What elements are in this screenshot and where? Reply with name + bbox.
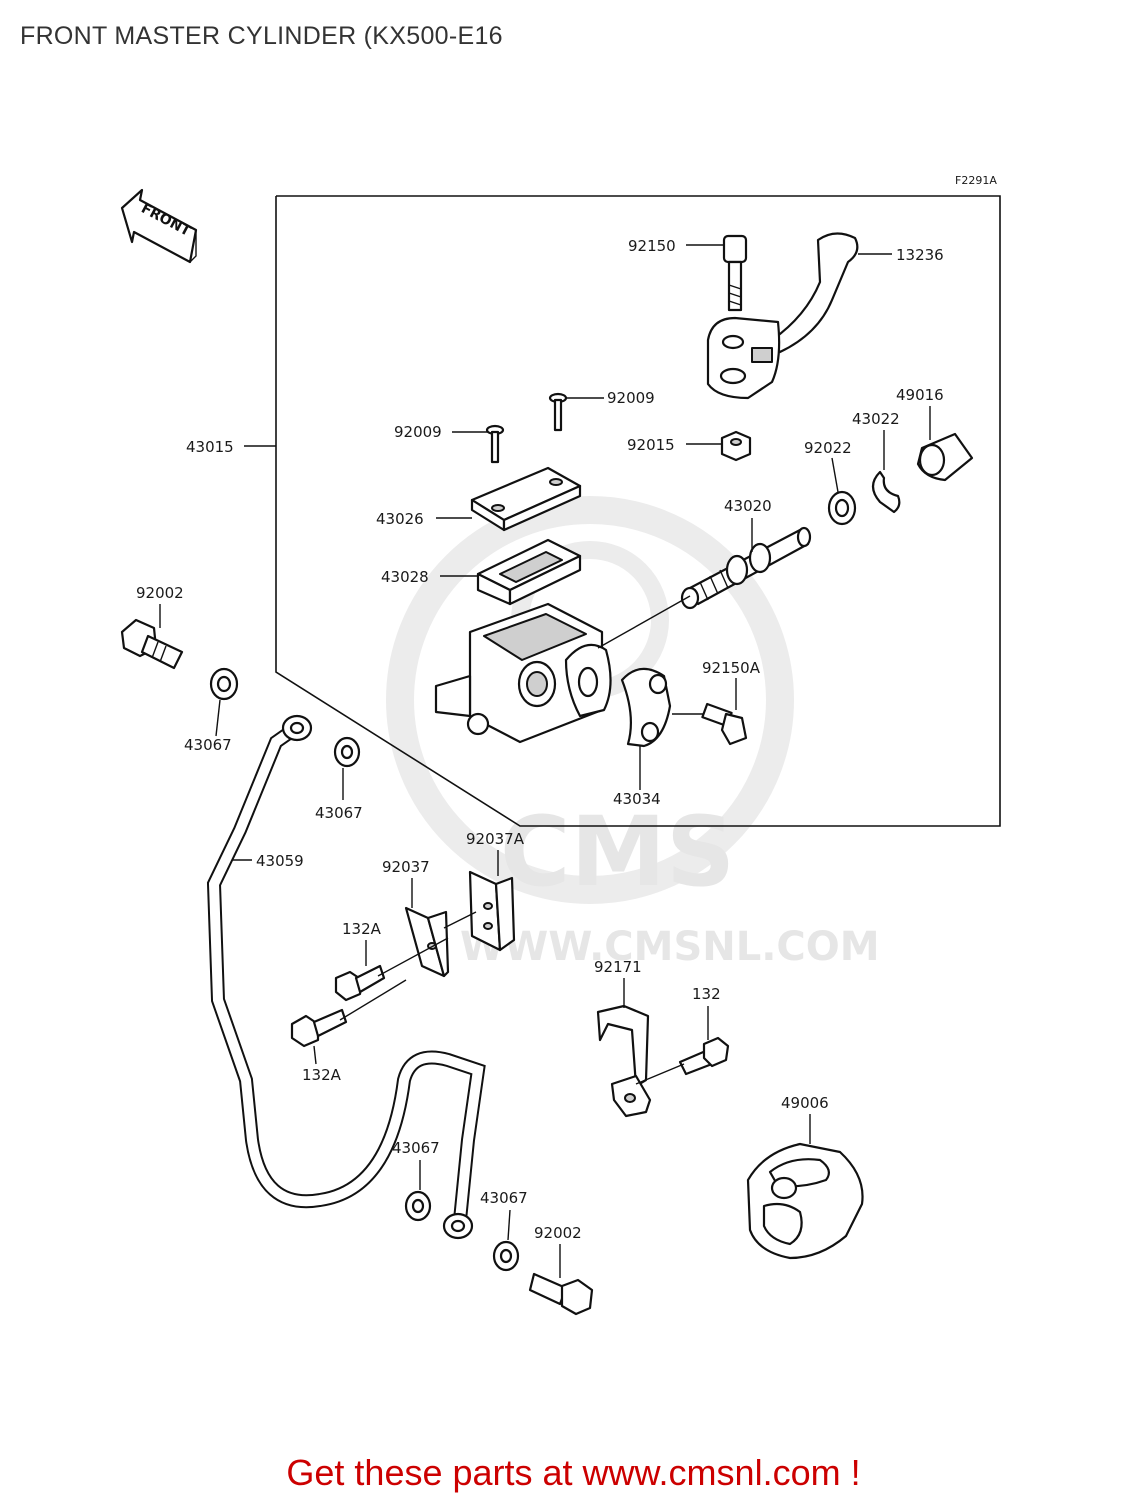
banjo-bolt-92002-bottom (528, 1272, 594, 1316)
bolt-132 (678, 1036, 730, 1076)
assembly-frame (275, 195, 1001, 827)
label-43067-a: 43067 (184, 736, 232, 754)
master-cylinder-body (434, 602, 612, 744)
label-132A-b: 132A (302, 1066, 342, 1084)
label-43059: 43059 (256, 852, 304, 870)
nut-92015 (720, 430, 752, 462)
label-132A-a: 132A (342, 920, 382, 938)
bracket-92037A (468, 870, 516, 952)
cover-49006 (746, 1142, 864, 1260)
label-43067-b: 43067 (315, 804, 363, 822)
label-92015: 92015 (627, 436, 675, 454)
label-43015: 43015 (186, 438, 234, 456)
label-49016: 49016 (896, 386, 944, 404)
brake-hose-43059 (206, 714, 486, 1240)
circlip-43022 (871, 470, 901, 514)
washer-92022 (827, 490, 857, 526)
washer-43067-a (209, 667, 239, 701)
label-92037A: 92037A (466, 830, 525, 848)
bolt-132A-a (334, 964, 386, 1002)
label-92009-a: 92009 (607, 389, 655, 407)
label-43022: 43022 (852, 410, 900, 428)
leader-lines (159, 244, 931, 1278)
label-132: 132 (692, 985, 721, 1003)
watermark-logo: CMS (500, 796, 735, 908)
label-92037: 92037 (382, 858, 430, 876)
bracket-92171 (596, 1004, 652, 1118)
label-43067-d: 43067 (480, 1189, 528, 1207)
label-92150: 92150 (628, 237, 676, 255)
washer-43067-b (333, 736, 361, 768)
pivot-bolt-92150 (722, 234, 748, 312)
label-43020: 43020 (724, 497, 772, 515)
label-92150A: 92150A (702, 659, 761, 677)
screw-92009-b (485, 424, 505, 464)
footer-link[interactable]: Get these parts at www.cmsnl.com ! (286, 1452, 861, 1493)
diaphragm-43028 (476, 538, 582, 606)
clamp-43034 (620, 667, 672, 748)
banjo-bolt-92002-top (120, 618, 184, 670)
washer-43067-d (492, 1240, 520, 1272)
label-92022: 92022 (804, 439, 852, 457)
label-43034: 43034 (613, 790, 661, 808)
front-arrow-icon: FRONT (120, 188, 198, 264)
bolt-132A-b (290, 1008, 348, 1048)
clamp-bolt-92150A (701, 702, 748, 746)
boot-49016 (916, 432, 974, 482)
drawing-code: F2291A (955, 174, 997, 187)
part-labels: 92150 13236 92009 92009 43022 49016 4301… (136, 237, 944, 1242)
reservoir-cap-43026 (470, 466, 582, 532)
watermark-url: WWW.CMSNL.COM (460, 924, 880, 970)
label-43067-c: 43067 (392, 1139, 440, 1157)
label-43028: 43028 (381, 568, 429, 586)
screw-92009-a (548, 392, 568, 432)
label-49006: 49006 (781, 1094, 829, 1112)
washer-43067-c (404, 1190, 432, 1222)
label-13236: 13236 (896, 246, 944, 264)
page-title: FRONT MASTER CYLINDER (KX500-E16 (20, 22, 503, 50)
brake-lever-13236 (706, 232, 859, 400)
label-92009-b: 92009 (394, 423, 442, 441)
label-92002-top: 92002 (136, 584, 184, 602)
label-43026: 43026 (376, 510, 424, 528)
piston-assembly-43020 (680, 526, 812, 610)
label-92002-bottom: 92002 (534, 1224, 582, 1242)
label-92171: 92171 (594, 958, 642, 976)
